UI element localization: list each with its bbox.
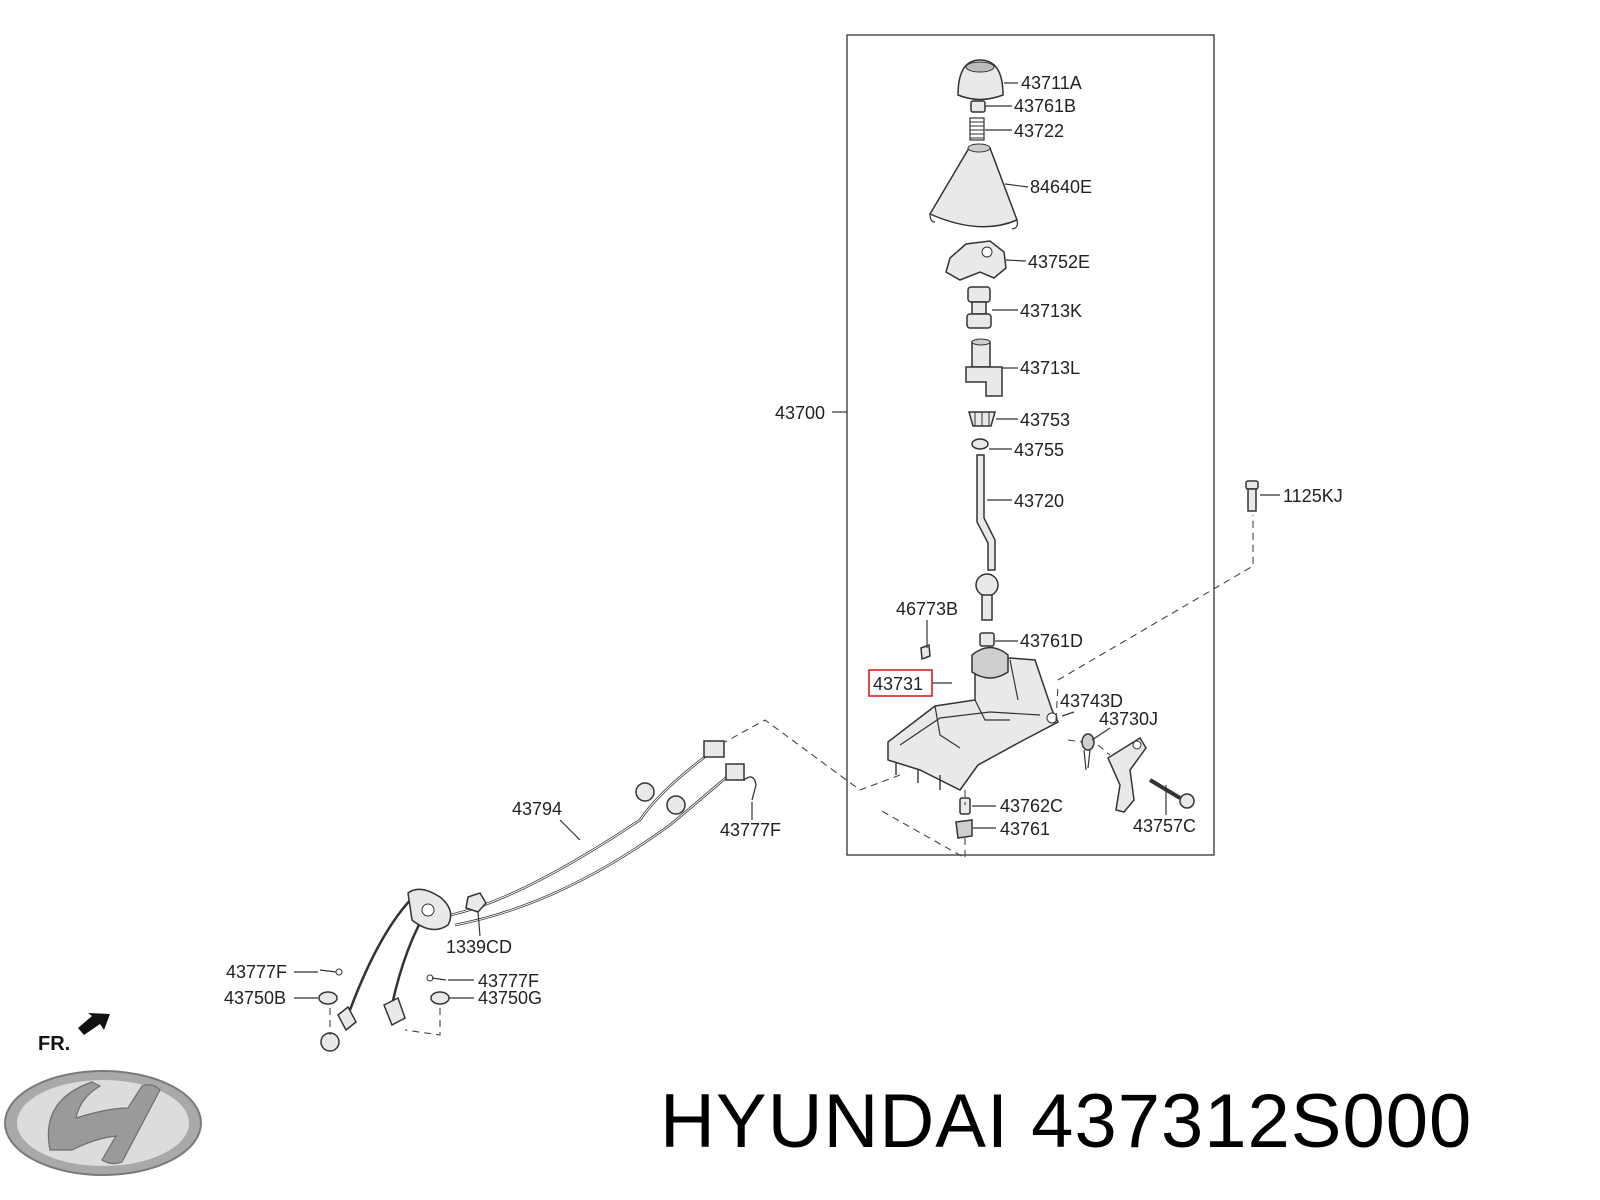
bushing-43761-part: [955, 819, 973, 839]
callout-43752e: 43752E: [1028, 252, 1090, 272]
bushing-43761d-part: [979, 632, 995, 647]
callout-43794: 43794: [512, 799, 562, 819]
front-direction-indicator: FR.: [38, 1013, 110, 1055]
brand-name: HYUNDAI: [660, 1079, 1010, 1164]
bushing-43713k-part: [966, 286, 992, 329]
callout-43753: 43753: [1020, 410, 1070, 430]
leader-lines: [294, 82, 1280, 999]
washer-43755-part: [971, 438, 989, 450]
callout-43777f-right: 43777F: [478, 971, 539, 991]
callout-1339cd: 1339CD: [446, 937, 512, 957]
callout-43713k: 43713K: [1020, 301, 1082, 321]
cable-assembly-part: [320, 740, 745, 1052]
dashed-guide-lines: [329, 515, 1254, 1036]
shift-knob-part: [957, 59, 1004, 101]
callout-84640e: 84640E: [1030, 177, 1092, 197]
bolt-1125kj-part: [1245, 480, 1259, 512]
bolt-43757c-part: [1148, 778, 1195, 809]
callout-43777f-left: 43777F: [226, 962, 287, 982]
callout-43762c: 43762C: [1000, 796, 1063, 816]
ring-43753-part: [968, 411, 996, 427]
callout-43761b: 43761B: [1014, 96, 1076, 116]
boot-part: [928, 143, 1019, 230]
front-label: FR.: [38, 1033, 70, 1055]
callout-43743d: 43743D: [1060, 691, 1123, 711]
clip-46773b-part: [920, 643, 931, 661]
nut-43761b-part: [970, 100, 986, 113]
guide-43713l-part: [965, 338, 1003, 397]
callout-43757c: 43757C: [1133, 816, 1196, 836]
base-housing-part: [887, 646, 1059, 791]
hyundai-logo: [4, 1070, 202, 1176]
callout-43730j: 43730J: [1099, 709, 1158, 729]
clip-43777f-part: [319, 776, 757, 982]
callout-43713l: 43713L: [1020, 358, 1080, 378]
callout-43731: 43731: [873, 674, 923, 694]
select-lever-part: [1107, 736, 1147, 813]
shift-lever-part: [975, 454, 999, 621]
callout-43755: 43755: [1014, 440, 1064, 460]
callout-43750g: 43750G: [478, 988, 542, 1008]
callout-43750b: 43750B: [224, 988, 286, 1008]
part-title: HYUNDAI 437312S000: [660, 1072, 1472, 1172]
callout-46773b: 46773B: [896, 599, 958, 619]
front-arrow-icon: [78, 1013, 110, 1035]
washer-43750-part: [318, 991, 450, 1005]
callout-1125kj: 1125KJ: [1283, 486, 1343, 506]
callout-43720: 43720: [1014, 491, 1064, 511]
bracket-43752e-part: [945, 240, 1007, 281]
pin-43762c-part: [959, 797, 971, 815]
callout-43777f-top: 43777F: [720, 820, 781, 840]
part-number: 437312S000: [1031, 1079, 1473, 1164]
callout-43761d: 43761D: [1020, 631, 1083, 651]
callout-43711a: 43711A: [1021, 73, 1082, 93]
callout-43722: 43722: [1014, 121, 1064, 141]
highlight-box: [868, 669, 933, 697]
callout-43761: 43761: [1000, 819, 1050, 839]
callout-labels: 43711A 43761B 43722 84640E 43752E 43713K…: [224, 73, 1343, 1008]
assembly-frame: [846, 34, 1215, 856]
nut-1339cd-part: [465, 892, 487, 913]
callout-43700: 43700: [775, 403, 825, 423]
spring-part: [969, 117, 985, 141]
